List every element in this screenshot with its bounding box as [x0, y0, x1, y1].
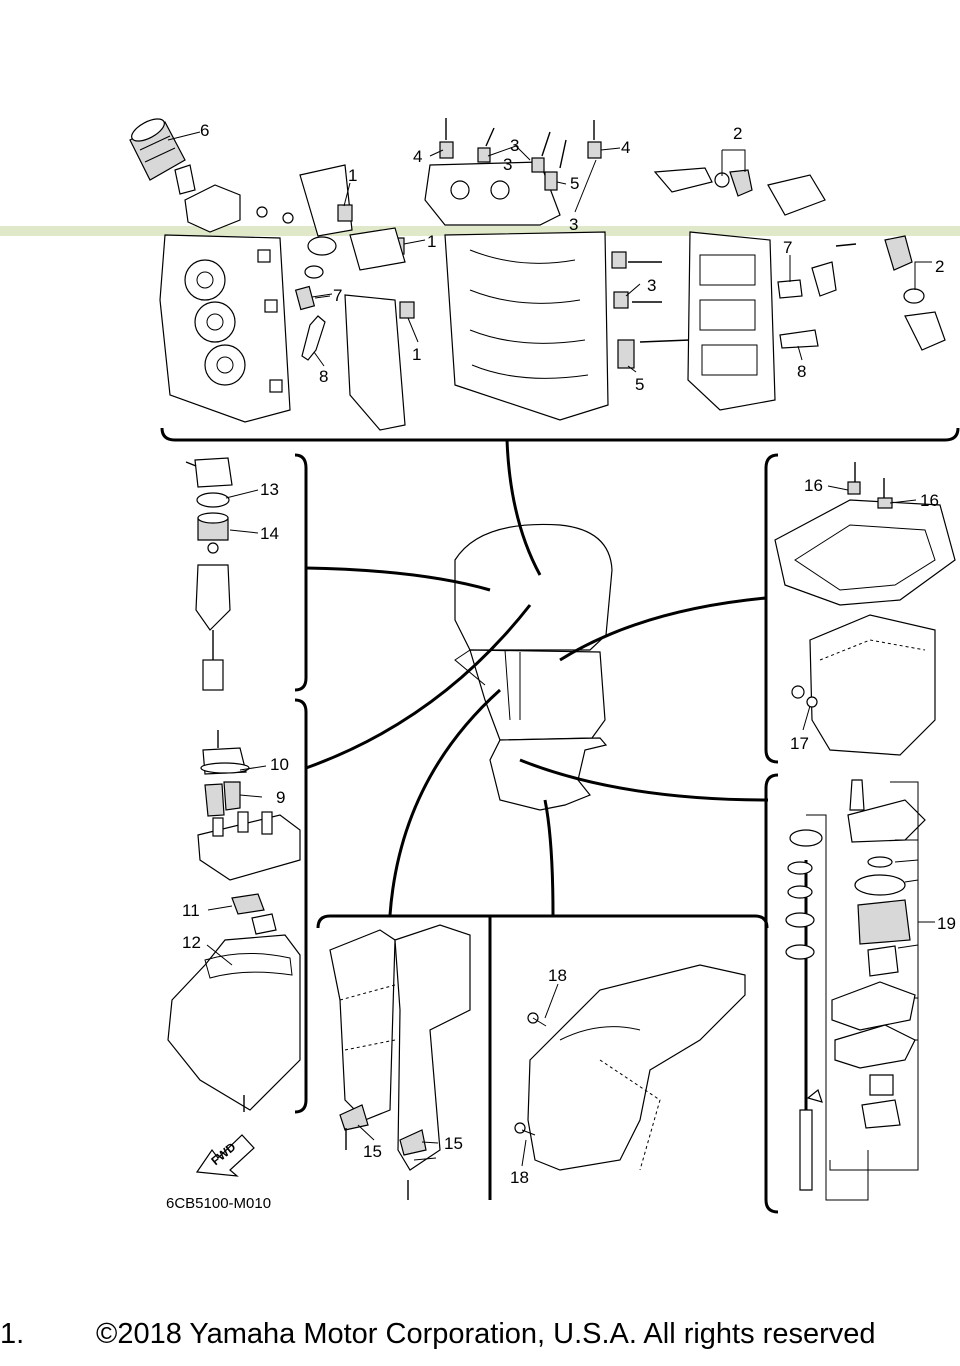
oil-pump-part [184, 184, 241, 233]
oil-filter-part [129, 118, 186, 181]
callout-labels: 6 1 1 1 7 8 4 3 3 5 4 3 2 3 5 7 8 2 13 1… [182, 121, 956, 1187]
right-cylinder-head [687, 231, 776, 411]
pin-part [544, 171, 558, 191]
damper-part [611, 251, 627, 269]
spark-plug-part [779, 329, 819, 349]
thermostat-part [884, 235, 913, 271]
callout-15: 15 [363, 1142, 382, 1161]
sensor-part [294, 285, 316, 311]
callout-12: 12 [182, 933, 201, 952]
callout-6: 6 [200, 121, 209, 140]
bracket-part [299, 164, 353, 237]
section-bracket [294, 698, 308, 1114]
seal-part [307, 236, 337, 256]
thermostat-part [729, 169, 753, 197]
callout-18: 18 [510, 1168, 529, 1187]
collar-part [587, 141, 602, 159]
pin-part [531, 157, 545, 173]
damper-part [399, 301, 415, 319]
gasket-part [903, 288, 925, 304]
callout-8: 8 [319, 367, 328, 386]
callout-10: 10 [270, 755, 289, 774]
callout-18: 18 [548, 966, 567, 985]
sensor-part [777, 279, 803, 299]
callout-14: 14 [260, 524, 279, 543]
oil-pan-group [774, 462, 956, 756]
thermostat-housing-part [767, 174, 826, 216]
damper-part [337, 204, 353, 222]
gasket-part [344, 294, 406, 431]
upper-case-group [514, 964, 746, 1171]
fitting-part [174, 164, 196, 195]
callout-5: 5 [570, 174, 579, 193]
thermostat-cover-part [904, 311, 946, 351]
callout-1: 1 [427, 232, 436, 251]
diagram-code: 6CB5100-M010 [166, 1195, 271, 1212]
bolt-part [282, 212, 294, 224]
callout-15: 15 [444, 1134, 463, 1153]
section-bracket [316, 914, 769, 929]
section-bracket [764, 453, 779, 764]
connector-lines [305, 439, 769, 916]
callout-1: 1 [348, 166, 357, 185]
bracket-part [811, 261, 837, 297]
left-cylinder-head [159, 234, 291, 423]
callout-3: 3 [647, 276, 656, 295]
section-bracket [764, 773, 779, 1214]
callout-2: 2 [733, 124, 742, 143]
pin-part [477, 147, 491, 163]
callout-7: 7 [783, 238, 792, 257]
callout-16: 16 [920, 491, 939, 510]
callout-2: 2 [935, 257, 944, 276]
callout-16: 16 [804, 476, 823, 495]
clamp-bracket-group [329, 924, 471, 1200]
pin-part [617, 339, 635, 369]
callout-3: 3 [510, 136, 519, 155]
vapor-separator-group [167, 730, 301, 1112]
callout-1: 1 [412, 345, 421, 364]
callout-4: 4 [413, 147, 422, 166]
scan-band [0, 226, 960, 236]
outboard-silhouette [454, 523, 613, 811]
section-bracket [294, 453, 308, 692]
powerhead-group [0, 118, 960, 431]
fwd-arrow: FWD [195, 1134, 255, 1177]
callout-19: 19 [937, 914, 956, 933]
cylinder-block [424, 161, 609, 421]
callout-5: 5 [635, 375, 644, 394]
section-bracket [160, 427, 960, 442]
copyright-text: ©2018 Yamaha Motor Corporation, U.S.A. A… [96, 1318, 876, 1350]
callout-17: 17 [790, 734, 809, 753]
callout-4: 4 [621, 138, 630, 157]
fuel-filter-group [185, 457, 259, 691]
copyright-footer: 1. ©2018 Yamaha Motor Corporation, U.S.A… [0, 1318, 960, 1358]
callout-7: 7 [333, 286, 342, 305]
callout-3: 3 [569, 215, 578, 234]
callout-9: 9 [276, 788, 285, 807]
footer-lead: 1. [0, 1318, 25, 1350]
callout-13: 13 [260, 480, 279, 499]
seal-part [304, 265, 324, 279]
callout-3: 3 [503, 155, 512, 174]
callout-8: 8 [797, 362, 806, 381]
thermostat-cover-part [653, 167, 713, 193]
callout-11: 11 [182, 901, 200, 920]
spark-plug-part [301, 315, 326, 361]
bracket-part [349, 227, 406, 271]
water-pump-group [785, 779, 935, 1201]
collar-part [439, 141, 454, 159]
bolt-part [256, 206, 268, 218]
damper-part [613, 291, 629, 309]
